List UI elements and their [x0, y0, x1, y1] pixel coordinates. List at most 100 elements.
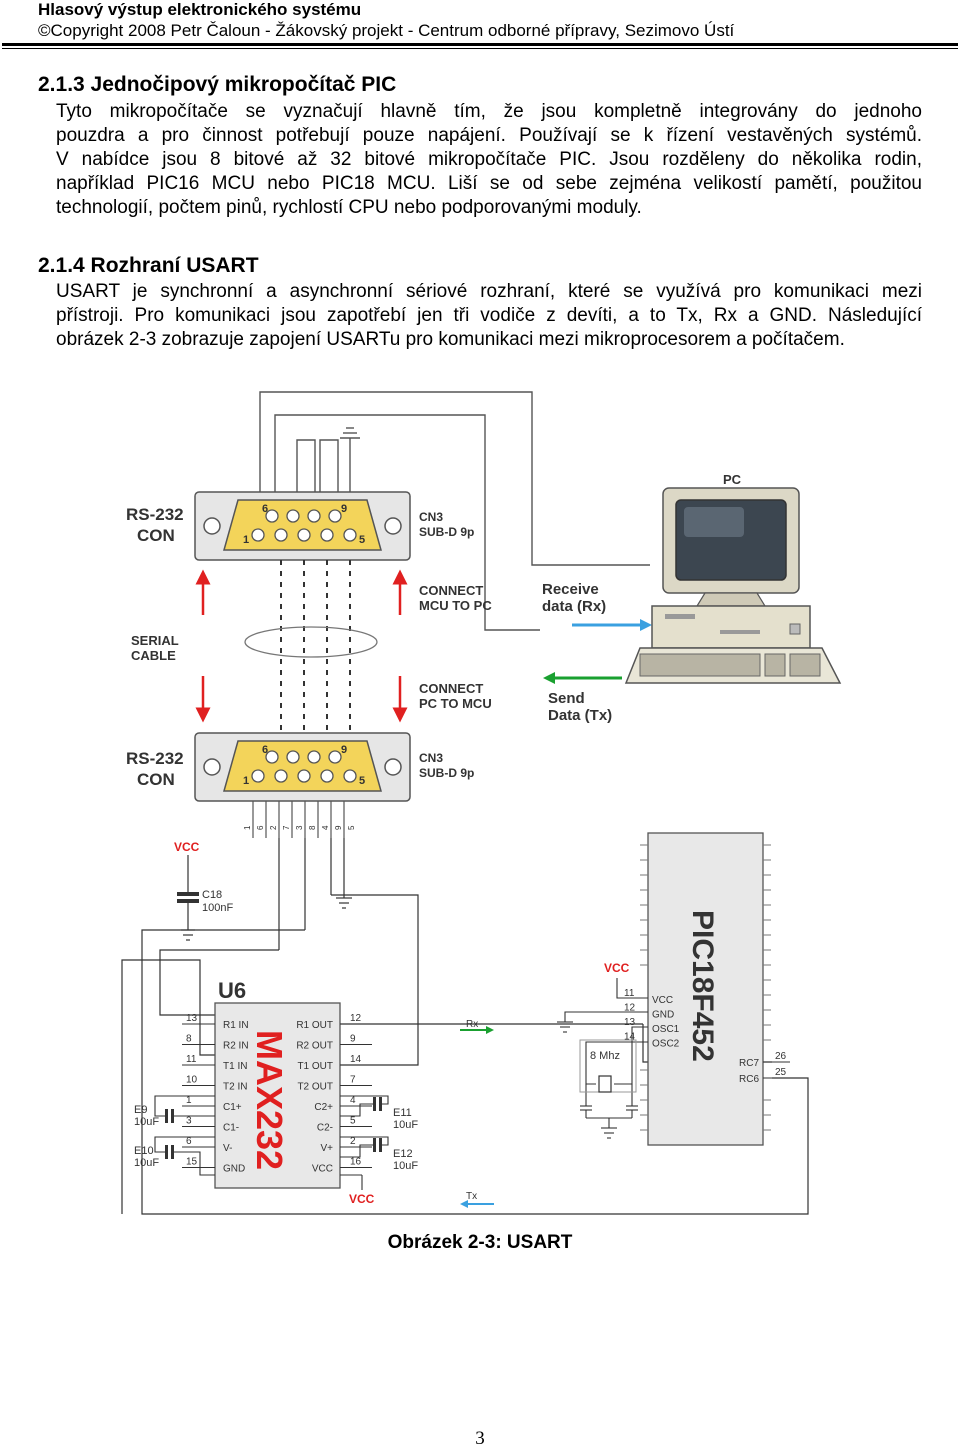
header-copyright: ©Copyright 2008 Petr Čaloun - Žákovský p…: [38, 21, 735, 40]
connect-mcu-pc-label: MCU TO PC: [419, 598, 492, 613]
connect-mcu-pc-label: CONNECT: [419, 583, 483, 598]
cable-pin-numbers: 1 6 2 7 3 8 4 9 5: [243, 825, 356, 830]
max232-pin-number: 12: [350, 1013, 362, 1024]
pin-label: 6: [262, 503, 268, 515]
crystal-icon: [598, 1075, 612, 1093]
pin-label: 9: [341, 744, 347, 756]
max232-pin-name: V+: [320, 1143, 333, 1154]
pin-label: 1: [243, 534, 249, 546]
cable-pin-number: 2: [269, 825, 278, 830]
cn3-bottom-label: CN3: [419, 751, 443, 765]
page-number: 3: [475, 1428, 485, 1449]
pic-pin-stubs: [640, 844, 771, 1131]
pic-pin-number: 13: [624, 1017, 636, 1028]
rs232-top-label: RS-232: [126, 505, 184, 524]
paragraph-line: Tyto mikropočítače se vyznačují hlavně t…: [56, 101, 922, 122]
cable-pin-number: 5: [347, 825, 356, 830]
paragraph-line: USART je synchronní a asynchronní sériov…: [56, 281, 922, 302]
pic-pin-number: 14: [624, 1032, 636, 1043]
paragraph-line: V nabídce jsou 8 bitové až 32 bitové mik…: [56, 149, 922, 170]
max232-pin-name: R1 IN: [223, 1020, 249, 1031]
serial-cable-label: CABLE: [131, 648, 176, 663]
max232-pin-number: 1: [186, 1095, 192, 1106]
cap-wires: [154, 1095, 389, 1190]
red-arrows: [195, 569, 408, 723]
pic-supply-wires: [557, 978, 648, 1139]
e10-value: 10uF: [134, 1157, 159, 1169]
tx-arrowhead: [460, 1200, 468, 1208]
pc-illustration: PC: [624, 472, 842, 684]
header-title: Hlasový výstup elektronického systému: [38, 0, 362, 19]
rx-arrowhead: [486, 1026, 494, 1034]
max232-pin-name: T2 OUT: [297, 1082, 333, 1093]
pc-wires: [259, 391, 650, 631]
paragraph-line: obrázek 2-3 zobrazuje zapojení USARTu pr…: [56, 329, 845, 350]
rx-label: Rx: [466, 1019, 478, 1030]
receive-arrowhead: [640, 619, 652, 631]
max232-pin-number: 6: [186, 1136, 192, 1147]
paragraph-line: technologií, počtem pinů, rychlostí CPU …: [56, 197, 642, 218]
e12-value: 10uF: [393, 1160, 418, 1172]
serial-cable-lines: [280, 560, 351, 732]
paragraph-line: pouzdra a pro činnost potřebují pouze na…: [56, 125, 922, 146]
cn3-bottom-label: SUB-D 9p: [419, 766, 474, 780]
max232-pin-number: 3: [186, 1116, 192, 1127]
max232-pin-number: 2: [350, 1136, 356, 1147]
db9-connector-top: 6 9 1 5: [194, 491, 411, 561]
c18-label: C18: [202, 889, 222, 901]
max232-pin-number: 9: [350, 1034, 356, 1045]
usart-figure: 6 9 1 5 RS-232 CON CN3 SUB-D 9p SERIAL C…: [121, 391, 842, 1215]
pin-label: 9: [341, 503, 347, 515]
max232-pin-name: C1-: [223, 1123, 239, 1134]
pc-label: PC: [723, 472, 742, 487]
e11-value: 10uF: [393, 1119, 418, 1131]
section-heading-pic: 2.1.3 Jednočipový mikropočítač PIC: [38, 73, 397, 96]
db9-connector-bottom: 6 9 1 5: [194, 732, 411, 802]
pic-pin-name: OSC2: [652, 1039, 680, 1050]
max232-pin-name: C1+: [223, 1102, 242, 1113]
max232-pin-number: 4: [350, 1095, 356, 1106]
e11-label: E11: [393, 1107, 412, 1119]
max232-pin-number: 8: [186, 1034, 192, 1045]
cable-pin-number: 3: [295, 825, 304, 830]
pin-label: 5: [359, 775, 365, 787]
pic-pin-name: VCC: [652, 995, 673, 1006]
u6-label: U6: [218, 978, 246, 1003]
figure-caption: Obrázek 2-3: USART: [387, 1232, 573, 1253]
rs232-bottom-label: RS-232: [126, 749, 184, 768]
pin-label: 1: [243, 775, 249, 787]
pic18f452-chip: PIC18F452: [647, 832, 764, 1146]
vcc-label: VCC: [604, 961, 630, 975]
max232-pin-name: R2 IN: [223, 1041, 249, 1052]
pic-pin-name: OSC1: [652, 1024, 680, 1035]
e10-label: E10: [134, 1145, 154, 1157]
cable-pin-number: 9: [334, 825, 343, 830]
pin-label: 6: [262, 744, 268, 756]
receive-label: data (Rx): [542, 598, 606, 615]
max232-pin-number: 13: [186, 1013, 198, 1024]
cable-pin-number: 6: [256, 825, 265, 830]
max232-name: MAX232: [249, 1030, 290, 1170]
paragraph-line: přístroji. Pro komunikaci jsou zapotřebí…: [56, 305, 922, 326]
electrolytic-caps: [165, 1097, 382, 1159]
vcc-label: VCC: [174, 840, 200, 854]
max232-pin-name: C2-: [317, 1123, 333, 1134]
section-heading-usart: 2.1.4 Rozhraní USART: [38, 254, 259, 277]
c18-capacitor: [177, 892, 199, 903]
send-label: Send: [548, 690, 585, 707]
cable-pin-number: 4: [321, 825, 330, 830]
c18-value: 100nF: [202, 902, 233, 914]
max232-pin-number: 16: [350, 1157, 362, 1168]
schematic-wires: [121, 838, 809, 1215]
connector-pin-stubs: [252, 801, 345, 838]
pic-pin-number: 25: [775, 1067, 787, 1078]
cable-pin-number: 1: [243, 825, 252, 830]
header-rule: [2, 43, 958, 46]
pic-name: PIC18F452: [686, 910, 719, 1062]
e9-value: 10uF: [134, 1116, 159, 1128]
header-rule-thin: [2, 48, 958, 49]
e12-label: E12: [393, 1148, 413, 1160]
max232-pin-number: 14: [350, 1054, 362, 1065]
